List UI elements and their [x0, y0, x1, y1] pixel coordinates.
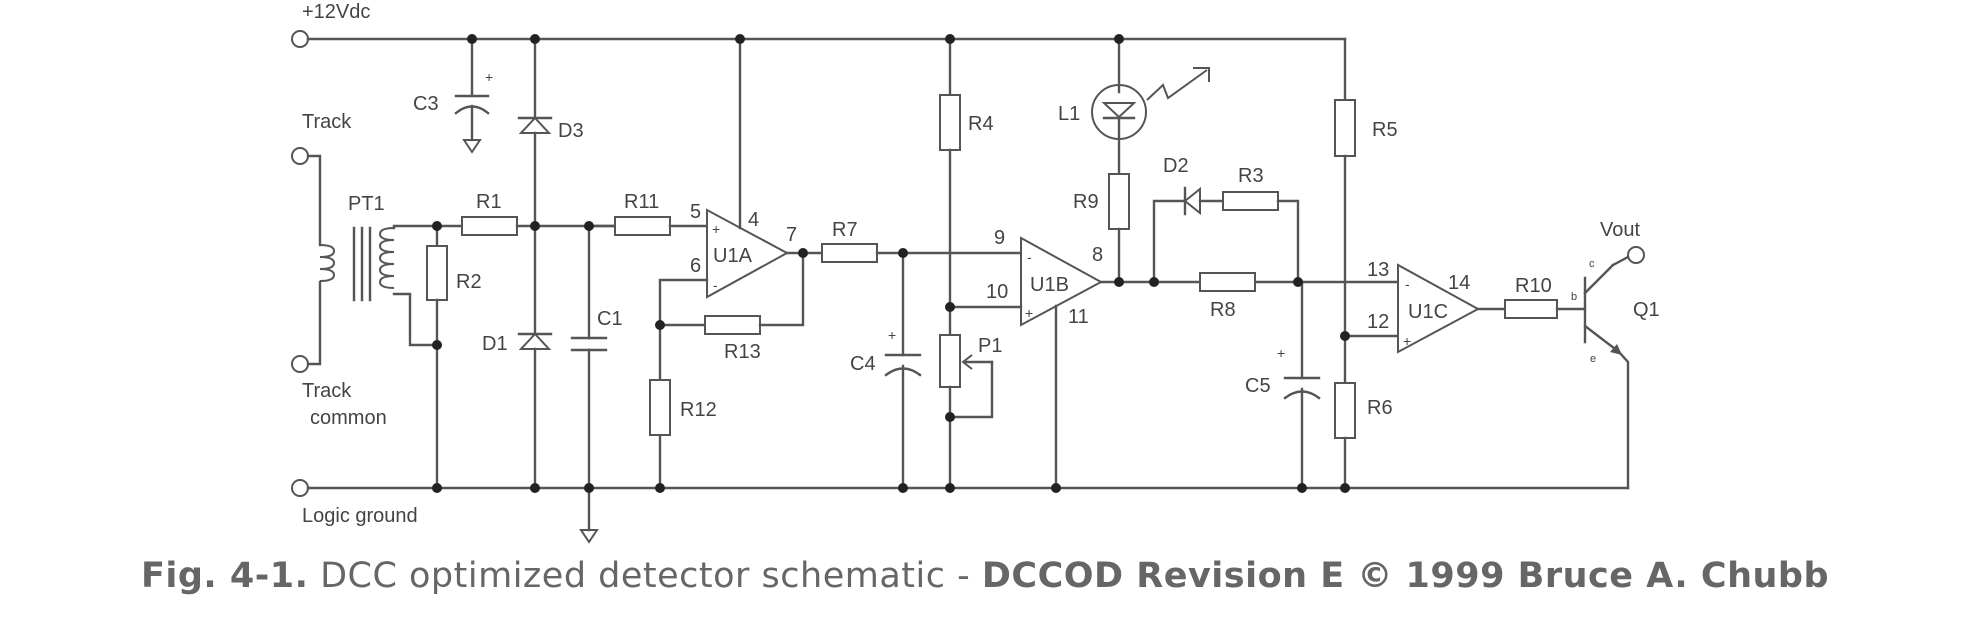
track-input	[291, 147, 322, 373]
d1-label: D1	[482, 333, 508, 355]
led-l1	[1091, 37, 1210, 176]
ground-symbol-icon	[462, 139, 482, 154]
transistor-q1	[1583, 246, 1645, 490]
r1-label: R1	[476, 191, 502, 213]
p1-label: P1	[978, 335, 1002, 357]
resistor-r5	[1334, 99, 1356, 385]
caption-figure-number: Fig. 4-1.	[140, 556, 309, 596]
transformer-pt1	[319, 224, 439, 347]
r9-label: R9	[1073, 191, 1099, 213]
r8-label: R8	[1210, 299, 1236, 321]
u1b-label: U1B	[1030, 274, 1069, 296]
u1a-pin4: 4	[748, 209, 759, 231]
caption-text: DCC optimized detector schematic -	[308, 556, 982, 596]
resistor-r6	[1334, 382, 1356, 490]
capacitor-c1	[570, 224, 608, 544]
light-emission-icon	[1146, 69, 1208, 101]
vout-terminal	[1627, 246, 1645, 264]
potentiometer-p1	[939, 334, 994, 490]
u1a-pin7: 7	[786, 224, 797, 246]
resistor-r4	[939, 37, 961, 337]
resistor-r9	[1108, 173, 1130, 284]
u1b-plus: +	[1025, 305, 1033, 321]
u1b-minus: -	[1027, 249, 1032, 265]
track-label: Track	[302, 111, 352, 133]
u1c-label: U1C	[1408, 301, 1448, 323]
c3-label: C3	[413, 93, 439, 115]
resistor-r13	[658, 251, 805, 335]
r4-label: R4	[968, 113, 994, 135]
junctions	[432, 34, 1350, 493]
capacitor-c3	[454, 37, 490, 154]
vcc-label: +12Vdc	[302, 1, 370, 23]
c4-polarity: +	[888, 327, 896, 343]
u1c-minus: -	[1405, 276, 1410, 292]
q1-base: b	[1571, 291, 1577, 303]
u1c-pin13: 13	[1367, 259, 1389, 281]
track-terminal	[291, 147, 309, 165]
opamp-u1c	[1300, 263, 1507, 354]
track-common-terminal	[291, 355, 309, 373]
u1a-pin5: 5	[690, 201, 701, 223]
resistor-r3	[1222, 191, 1300, 284]
diode-d1	[517, 224, 553, 490]
u1b-pin9: 9	[994, 227, 1005, 249]
pt1-label: PT1	[348, 193, 385, 215]
r12-label: R12	[680, 399, 717, 421]
capacitor-c4	[884, 251, 922, 490]
u1b-pin11: 11	[1068, 306, 1089, 328]
u1b-pin8: 8	[1092, 244, 1103, 266]
c5-label: C5	[1245, 375, 1271, 397]
diode-d3	[517, 37, 553, 228]
schematic-diagram: +12Vdc Track Track common Logic ground P…	[291, 1, 1660, 544]
c1-label: C1	[597, 308, 623, 330]
u1a-label: U1A	[713, 245, 753, 267]
d3-label: D3	[558, 120, 584, 142]
r2-label: R2	[456, 271, 482, 293]
vcc-terminal	[291, 30, 309, 48]
q1-emitter: e	[1590, 353, 1596, 365]
r3-label: R3	[1238, 165, 1264, 187]
u1c-pin12: 12	[1367, 311, 1389, 333]
u1b-pin10: 10	[986, 281, 1008, 303]
caption-rights: DCCOD Revision E © 1999 Bruce A. Chubb	[981, 556, 1830, 596]
resistor-r10	[1504, 299, 1587, 319]
logic-ground-terminal	[291, 479, 309, 497]
ground-symbol-icon	[579, 529, 599, 544]
u1c-pin14: 14	[1448, 272, 1470, 294]
resistor-r7	[801, 243, 1023, 263]
logic-ground-label: Logic ground	[302, 505, 418, 527]
track-common-label-2: common	[310, 407, 387, 429]
vcc-rail	[291, 30, 1347, 102]
resistor-r8	[1199, 272, 1256, 292]
u1a-plus: +	[712, 221, 720, 237]
q1-collector: c	[1589, 258, 1595, 270]
r13-label: R13	[724, 341, 761, 363]
c5-polarity: +	[1277, 345, 1285, 361]
q1-label: Q1	[1633, 299, 1660, 321]
r7-label: R7	[832, 219, 858, 241]
ground-rail	[291, 479, 1630, 497]
resistor-r2	[426, 224, 448, 490]
c3-polarity: +	[485, 69, 493, 85]
capacitor-c5	[1283, 280, 1321, 490]
r5-label: R5	[1372, 119, 1398, 141]
opamp-u1a	[658, 37, 805, 490]
vout-label: Vout	[1600, 219, 1640, 241]
r10-label: R10	[1515, 275, 1552, 297]
l1-label: L1	[1058, 103, 1080, 125]
u1c-plus: +	[1403, 333, 1411, 349]
r6-label: R6	[1367, 397, 1393, 419]
u1a-pin6: 6	[690, 255, 701, 277]
track-common-label-1: Track	[302, 380, 352, 402]
resistor-r12	[649, 379, 671, 436]
figure-caption: Fig. 4-1. DCC optimized detector schemat…	[0, 556, 1970, 596]
u1a-minus: -	[713, 277, 718, 293]
r11-label: R11	[624, 191, 659, 213]
d2-label: D2	[1163, 155, 1189, 177]
c4-label: C4	[850, 353, 876, 375]
diode-d2	[1152, 186, 1225, 284]
